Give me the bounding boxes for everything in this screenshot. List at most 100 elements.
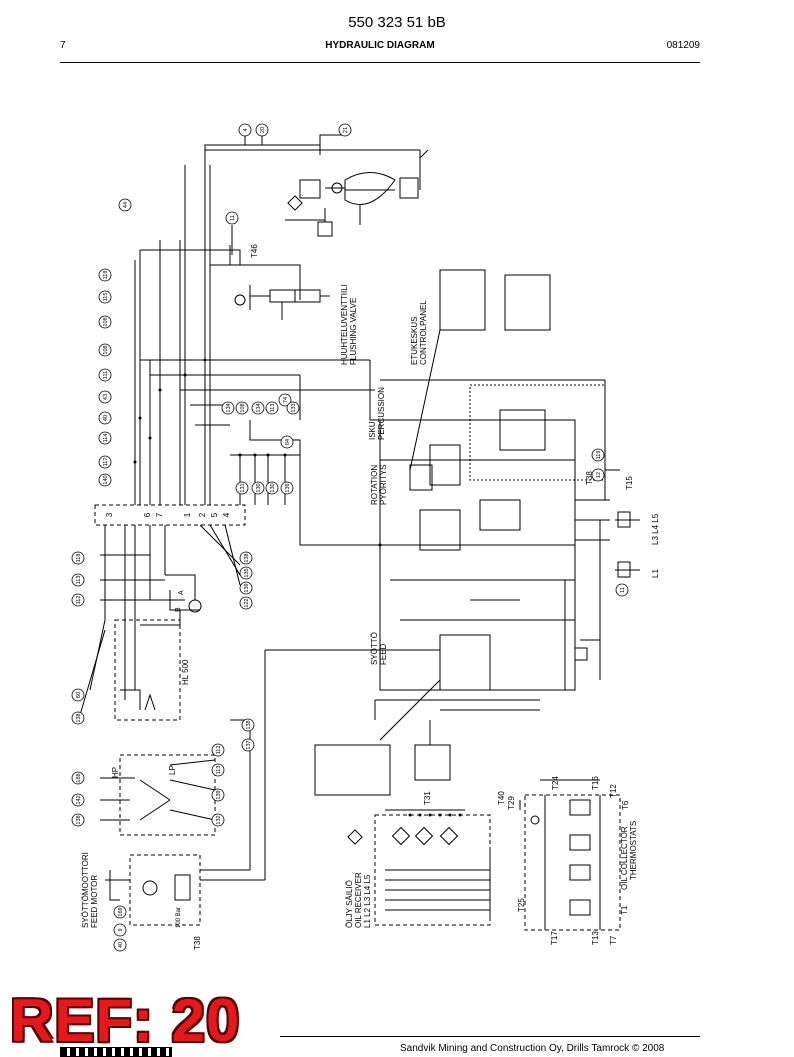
callout-l11: 40 [103,415,109,421]
footer-copyright: Sandvik Mining and Construction Oy, Dril… [400,1043,665,1054]
callout-l15: 118 [76,554,82,563]
callout-l24: 139 [216,790,222,799]
callout-l13: 117 [103,458,109,467]
label-t6: T6 [621,800,630,810]
terminal-4: 4 [222,512,231,517]
callout-l1: 20 [260,127,266,133]
label-feed-motor-en: FEED MOTOR [90,875,99,928]
label-t12: T12 [609,784,618,798]
terminal-numbers: 3 6 7 1 2 5 4 [105,512,231,517]
callout-m3: 113 [270,404,276,413]
label-t25: T25 [517,898,526,912]
label-t13: T13 [591,931,600,945]
callout-l9: 111 [103,371,109,379]
callout-circles [71,123,629,952]
label-feed-fi: SYÖTTÖ [370,632,379,665]
callout-l0: 4 [243,128,249,131]
callout-l29: 169 [118,907,124,916]
label-l1-to-l5: L1 L2 L3 L4 L5 [363,874,372,928]
terminal-3: 3 [105,512,114,517]
callout-l31: 40 [118,942,124,948]
label-t16: T16 [591,776,600,790]
callout-l12: 114 [103,434,109,443]
label-thermostats: THERMOSTATS [629,821,638,880]
callout-l3: 44 [123,202,129,208]
callout-l8: 108 [103,345,109,354]
callout-numbers: 4 20 21 44 11 118 115 108 108 111 43 40 … [76,127,626,948]
label-lp: LP [168,765,177,775]
callout-m0: 134 [226,403,232,412]
label-t24: T24 [551,776,560,790]
callout-l20: 138 [246,720,252,729]
label-oil-receiver-fi: ÖLJY SÄILIÖ [345,880,354,928]
callout-m14: 122 [244,598,250,607]
terminal-7: 7 [155,512,164,517]
diagram-lines [79,134,640,931]
footer-rule [280,1036,700,1037]
label-t1: T1 [620,905,629,915]
label-t38b: T38 [193,936,202,950]
callout-m12: 135 [244,568,250,577]
callout-l23: 113 [216,766,222,775]
callout-m11: 138 [244,553,250,562]
terminal-6: 6 [143,512,152,517]
label-rotation-fi: PYÖRITYS [379,465,388,505]
label-flushing-fi: HUUHTELUVENTTIILI [340,284,349,365]
label-t29: T29 [507,796,516,810]
callout-m7: 130 [256,483,262,492]
label-percussion-fi: ISKU [368,421,377,440]
terminal-5: 5 [210,512,219,517]
label-flushing-en: FLUSHING VALVE [349,298,358,365]
callout-l30: 9 [118,928,124,931]
callout-l5: 118 [103,271,109,280]
document-date: 081209 [666,40,700,51]
callout-m2: 134 [256,403,262,412]
label-port-b: B [175,607,182,612]
callout-r1: 11 [620,587,626,593]
callout-l6: 115 [103,293,109,302]
callout-l18: 60 [76,692,82,698]
callout-l2: 21 [343,127,349,133]
label-oil-receiver-en: OIL RECEIVER [354,872,363,928]
callout-l7: 108 [103,317,109,326]
label-port-a: A [178,590,185,595]
callout-l10: 43 [103,394,109,400]
label-percussion-en: PERCUSSION [377,387,386,440]
callout-l25: 132 [216,815,222,824]
diagram-labels: HUUHTELUVENTTIILI FLUSHING VALVE ETUKESK… [81,244,660,950]
callout-m13: 139 [244,583,250,592]
label-feed-motor-fi: SYÖTTÖMOOTTORI [81,852,90,928]
callout-m6: 131 [240,483,246,492]
callout-l21: 137 [246,740,252,749]
callout-l19: 138 [76,713,82,722]
terminal-1: 1 [183,512,192,517]
callout-l22: 112 [216,746,222,755]
label-control-fi: ETUKESKUS [410,317,419,365]
callout-l4: 11 [230,215,236,221]
label-t15: T15 [625,476,634,490]
callout-l17: 112 [76,596,82,605]
label-l3l4l5: L3 L4 L5 [651,513,660,545]
label-t38a: T38 [585,471,594,485]
document-number: 550 323 51 bB [348,14,446,31]
label-t40: T40 [497,791,506,805]
callout-l27: 142 [76,795,82,804]
callout-l28: 138 [76,815,82,824]
callout-m9: 84 [285,439,291,445]
label-t46: T46 [250,244,259,258]
page-number: 7 [60,40,66,51]
ref-stamp: REF: 20 [10,987,241,1054]
callout-m5: 133 [291,403,297,412]
label-t31: T31 [423,791,432,805]
callout-l14: 140 [103,475,109,484]
callout-m10: 136 [285,483,291,492]
label-hl500: HL 500 [181,659,190,685]
terminal-2: 2 [198,512,207,517]
callout-m1: 108 [240,403,246,412]
label-t7: T7 [609,935,618,945]
callout-m4: 74 [283,397,289,403]
callout-m8: 130 [270,483,276,492]
page-title: HYDRAULIC DIAGRAM [325,40,435,51]
label-control-en: CONTROLPANEL [419,300,428,365]
